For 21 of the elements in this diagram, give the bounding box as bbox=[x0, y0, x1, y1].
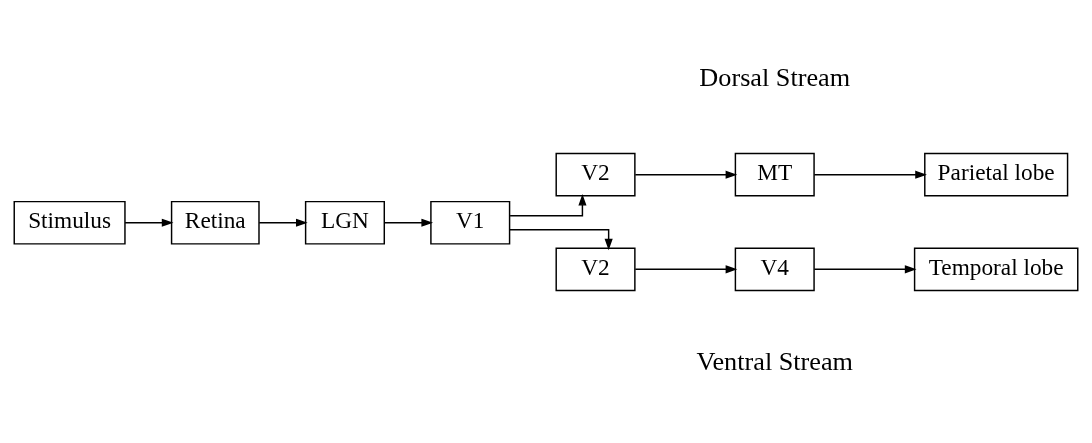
node-box: LGN bbox=[304, 200, 385, 245]
arrow bbox=[258, 218, 308, 227]
arrow bbox=[124, 218, 174, 227]
node-box: Retina bbox=[170, 200, 260, 245]
node-box: Temporal lobe bbox=[913, 247, 1079, 291]
arrow bbox=[813, 170, 927, 179]
arrow bbox=[813, 264, 917, 273]
node-box: Stimulus bbox=[13, 200, 126, 245]
arrow bbox=[634, 170, 738, 179]
arrow bbox=[509, 193, 587, 216]
node-box: V1 bbox=[430, 200, 511, 245]
node-box: V2 bbox=[555, 247, 636, 291]
node-box: Parietal lobe bbox=[924, 152, 1069, 196]
arrow bbox=[383, 218, 434, 227]
node-box: MT bbox=[734, 152, 815, 196]
arrow bbox=[509, 228, 613, 250]
arrow bbox=[634, 264, 738, 273]
label: Dorsal Stream bbox=[699, 62, 851, 92]
node-box: V4 bbox=[734, 247, 815, 291]
label: Ventral Stream bbox=[696, 346, 854, 376]
node-box: V2 bbox=[555, 152, 636, 196]
